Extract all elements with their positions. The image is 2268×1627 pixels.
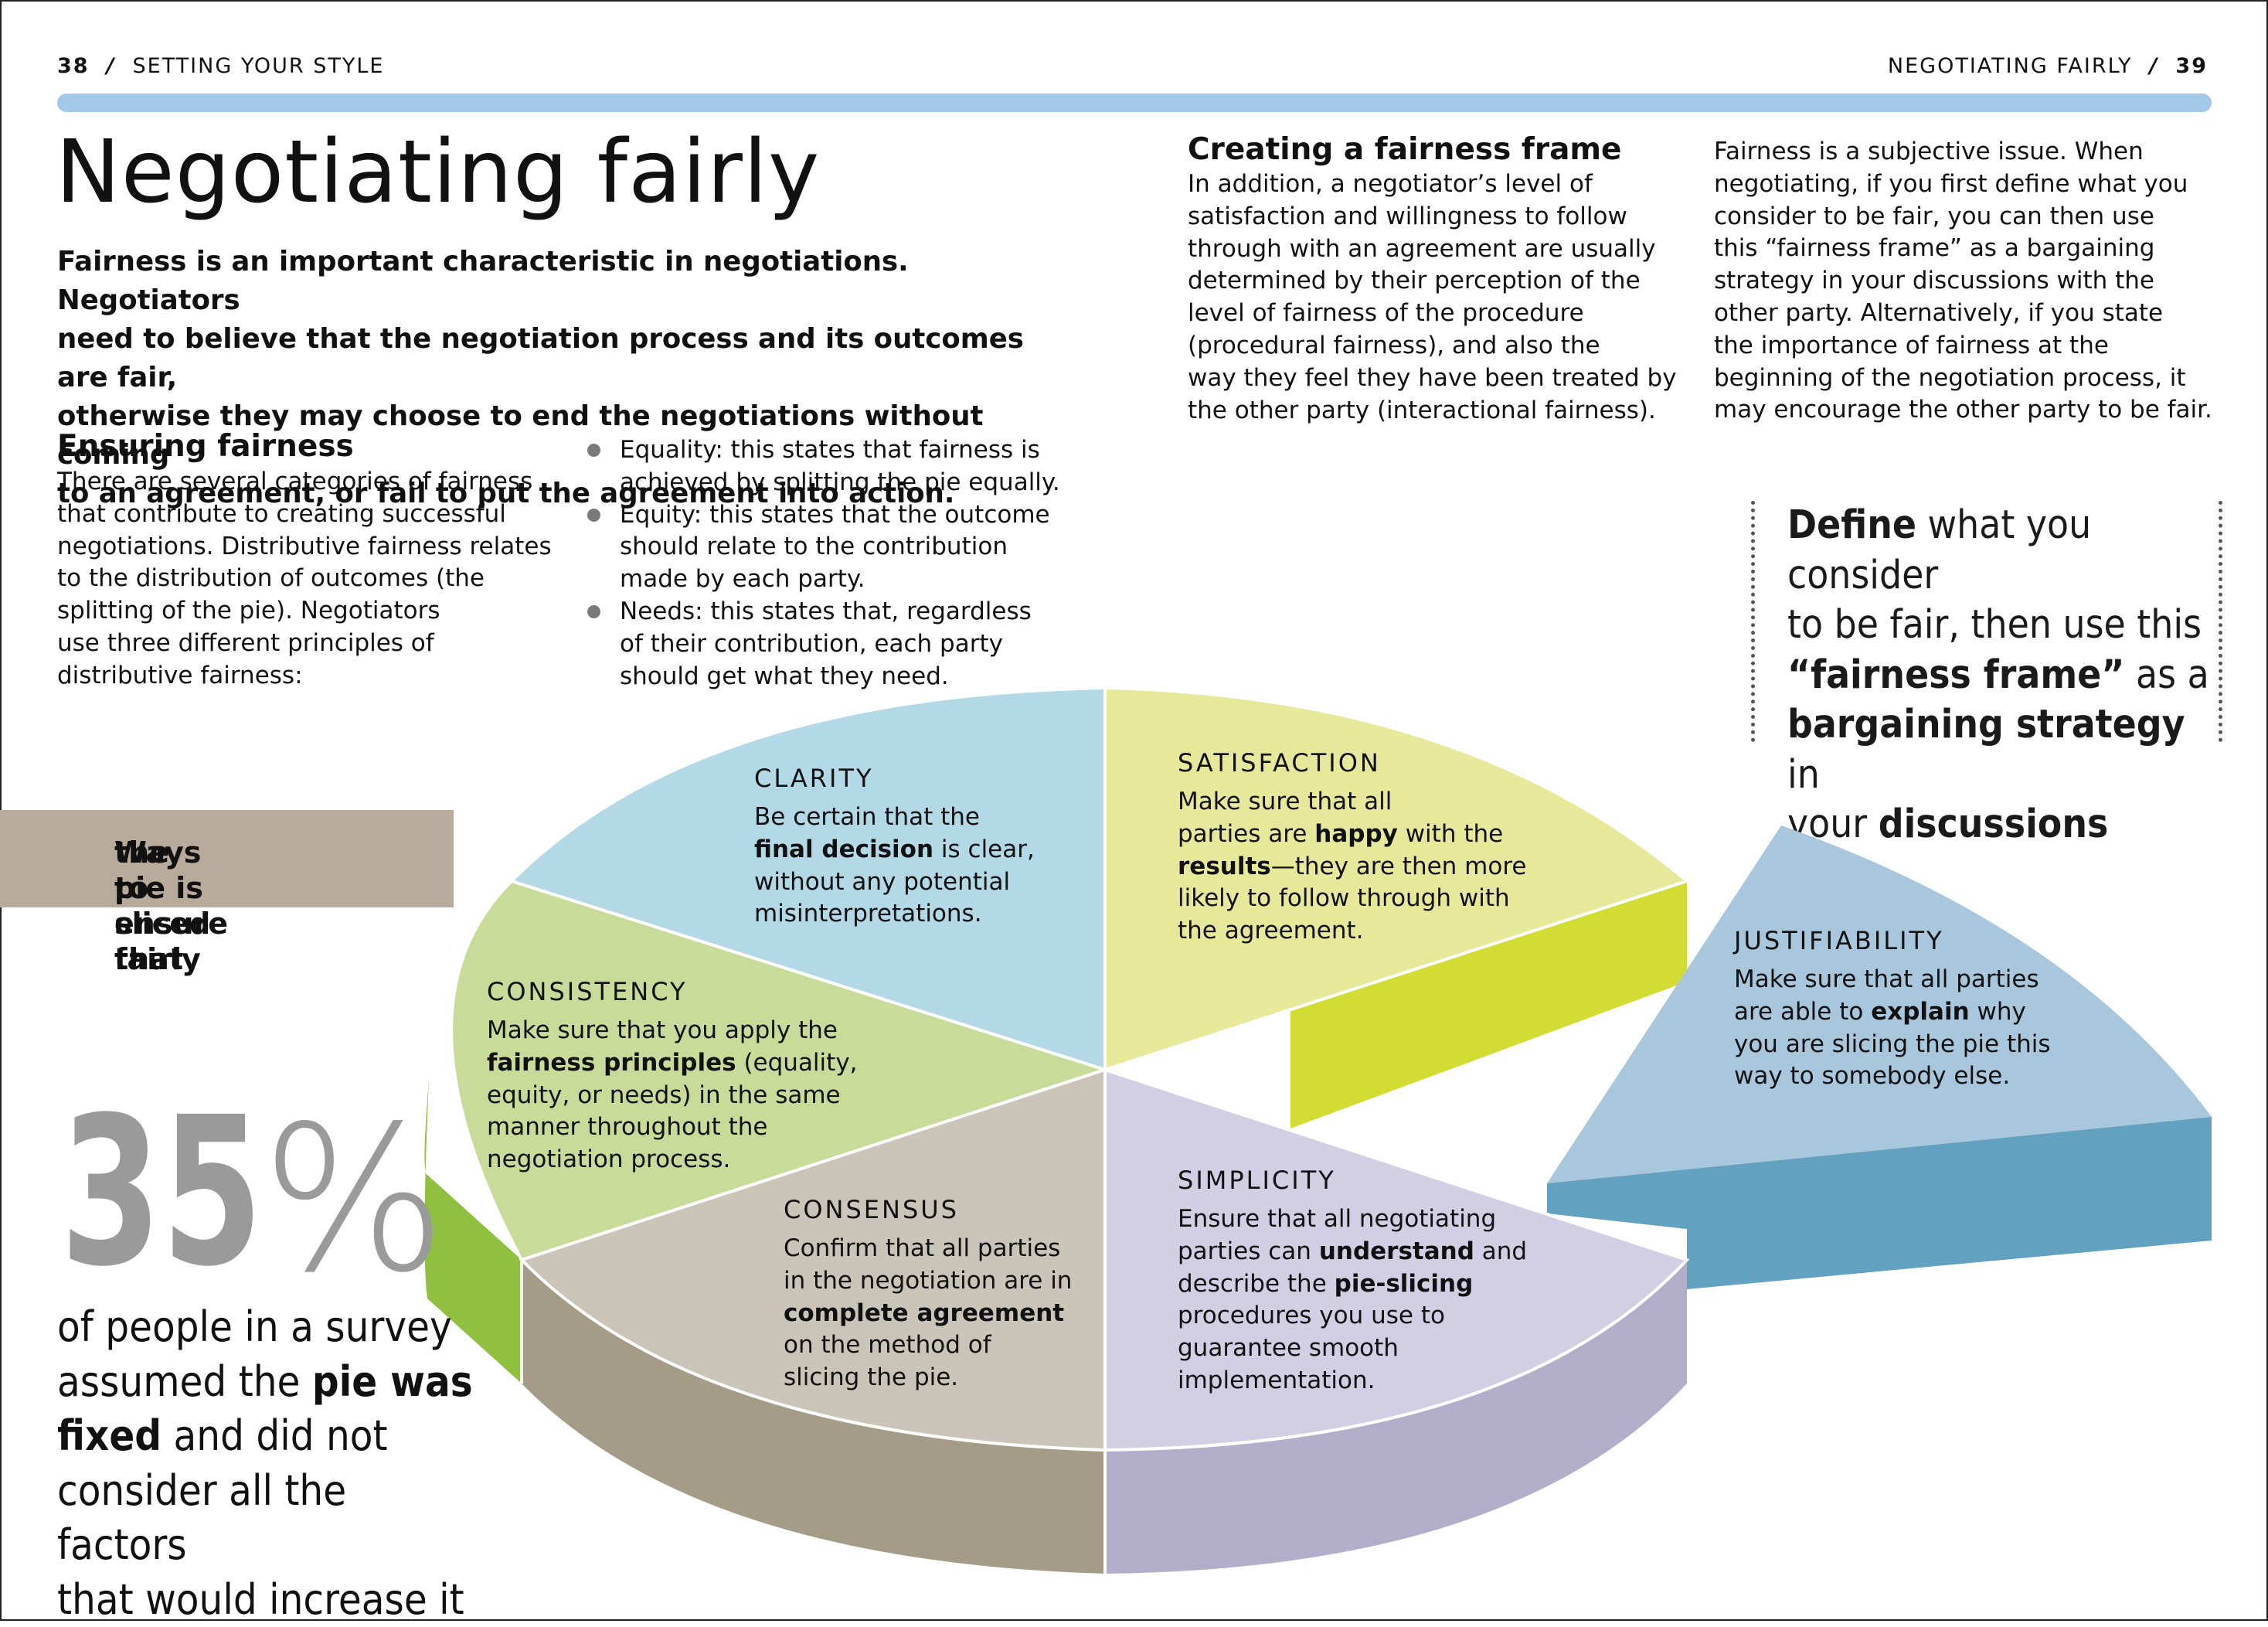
body-line: determined by their perception of the xyxy=(1188,267,1641,295)
statistic-number: 35 xyxy=(60,1074,263,1292)
body-line: Fairness is a subjective issue. When xyxy=(1714,138,2144,165)
bullet-line: Equity: this states that the outcome xyxy=(620,500,1050,529)
segment-title: JUSTIFIABILITY xyxy=(1734,926,1944,955)
body-line: other party. Alternatively, if you state xyxy=(1714,298,2164,327)
bullet-line: should get what they need. xyxy=(620,662,949,690)
segment-title: CLARITY xyxy=(754,764,874,793)
right-page-header: NEGOTIATING FAIRLY/39 xyxy=(1887,54,2208,78)
segment-clarity: CLARITY Be certain that the final decisi… xyxy=(754,763,1079,931)
body-line: negotiating, if you first define what yo… xyxy=(1714,169,2188,198)
frame-heading: Creating a fairness frame xyxy=(1188,132,1622,167)
consistency-slice xyxy=(450,879,1110,1262)
body-line: way they feel they have been treated by xyxy=(1188,363,1677,392)
segment-justifiability: JUSTIFIABILITY Make sure that all partie… xyxy=(1734,925,2136,1093)
body-line: consider to be fair, you can then use xyxy=(1714,202,2154,230)
frame-column-1: In addition, a negotiator’s level of sat… xyxy=(1188,168,1690,427)
body-line: may encourage the other party to be fair… xyxy=(1714,396,2212,424)
body-line: the other party (interactional fairness)… xyxy=(1188,396,1656,424)
body-line: beginning of the negotiation process, it xyxy=(1714,363,2186,392)
body-line: (procedural fairness), and also the xyxy=(1188,331,1600,359)
list-item-equity: Equity: this states that the outcome sho… xyxy=(587,499,1082,596)
left-page-number: 38 xyxy=(57,54,90,78)
segment-body: Make sure that all parties are happy wit… xyxy=(1178,788,1527,945)
segment-consistency: CONSISTENCY Make sure that you apply the… xyxy=(487,976,889,1176)
pull-quote: Define what you consider to be fair, the… xyxy=(1751,501,2222,847)
right-page-number: 39 xyxy=(2175,54,2208,78)
segment-consensus: CONSENSUS Confirm that all parties in th… xyxy=(784,1194,1108,1394)
ensuring-body: There are several categories of fairness… xyxy=(57,466,567,693)
right-section-title: NEGOTIATING FAIRLY xyxy=(1887,54,2133,78)
body-line: through with an agreement are usually xyxy=(1188,234,1656,263)
page-title: Negotiating fairly xyxy=(56,122,821,223)
bullet-line: Needs: this states that, regardless xyxy=(620,597,1032,625)
segment-simplicity: SIMPLICITY Ensure that all negotiating p… xyxy=(1178,1165,1579,1397)
intro-line: need to believe that the negotiation pro… xyxy=(57,323,1024,393)
statistic-figure: 35 % xyxy=(60,1074,447,1292)
bullet-line: of their contribution, each party xyxy=(620,629,1003,658)
segment-title: CONSENSUS xyxy=(784,1195,959,1224)
body-line: strategy in your discussions with the xyxy=(1714,267,2154,295)
left-section-title: SETTING YOUR STYLE xyxy=(132,54,385,78)
segment-body: Ensure that all negotiating parties can … xyxy=(1178,1205,1528,1394)
body-line: distributive fairness: xyxy=(57,661,303,689)
simplicity-slice xyxy=(1103,1067,1690,1452)
segment-body: Confirm that all parties in the negotiat… xyxy=(784,1234,1073,1392)
body-line: There are several categories of fairness xyxy=(57,468,533,495)
body-line: satisfaction and willingness to follow xyxy=(1188,202,1627,230)
body-line: splitting of the pie). Negotiators xyxy=(57,597,440,625)
segment-satisfaction: SATISFACTION Make sure that all parties … xyxy=(1178,747,1579,948)
justifiability-slice xyxy=(1547,825,2212,1183)
body-line: use three different principles of xyxy=(57,628,434,657)
statistic-caption: of people in a survey assumed the pie wa… xyxy=(57,1302,473,1624)
ensuring-heading: Ensuring fairness xyxy=(57,429,354,464)
list-item-equality: Equality: this states that fairness is a… xyxy=(587,434,1082,499)
body-line: level of fairness of the procedure xyxy=(1188,299,1584,328)
pull-quote-text: Define what you consider to be fair, the… xyxy=(1787,502,2209,847)
body-line: that contribute to creating successful xyxy=(57,499,506,528)
body-line: In addition, a negotiator’s level of xyxy=(1188,170,1593,198)
bullet-line: achieved by splitting the pie equally. xyxy=(620,468,1060,496)
statistic-percent: % xyxy=(261,1084,447,1292)
intro-line: to an agreement, or fail to put the agre… xyxy=(57,478,955,509)
clarity-slice xyxy=(508,686,1107,1072)
satisfaction-side xyxy=(1105,881,1687,1128)
segment-title: SIMPLICITY xyxy=(1178,1166,1336,1195)
body-line: the importance of fairness at the xyxy=(1714,331,2109,359)
ways-callout-box: Ways to ensure that the pie is sliced fa… xyxy=(0,810,454,976)
bullet-line: should relate to the contribution xyxy=(620,533,1008,561)
frame-column-2: Fairness is a subjective issue. When neg… xyxy=(1714,136,2239,427)
left-page-header: 38/SETTING YOUR STYLE xyxy=(57,54,385,78)
body-line: to the distribution of outcomes (the xyxy=(57,564,485,593)
segment-body: Be certain that the final decision is cl… xyxy=(754,803,1035,928)
segment-title: CONSISTENCY xyxy=(487,977,688,1006)
intro-paragraph: Fairness is an important characteristic … xyxy=(57,243,1077,513)
segment-title: SATISFACTION xyxy=(1178,748,1381,778)
segment-body: Make sure that you apply the fairness pr… xyxy=(487,1016,858,1174)
satisfaction-slice xyxy=(1103,686,1691,1072)
body-line: this “fairness frame” as a bargaining xyxy=(1714,234,2155,263)
bullet-line: Equality: this states that fairness is xyxy=(620,436,1040,464)
intro-line: Fairness is an important characteristic … xyxy=(57,246,909,316)
segment-body: Make sure that all parties are able to e… xyxy=(1734,965,2051,1091)
list-item-needs: Needs: this states that, regardless of t… xyxy=(587,596,1082,693)
bullet-line: made by each party. xyxy=(620,565,865,594)
simplicity-side xyxy=(1105,1260,1687,1574)
consistency-side xyxy=(424,1080,522,1384)
intro-line: otherwise they may choose to end the neg… xyxy=(57,400,984,471)
consensus-side xyxy=(522,1260,1105,1574)
fairness-principles-list: Equality: this states that fairness is a… xyxy=(587,434,1082,693)
justifiability-side xyxy=(1547,1117,2212,1289)
consensus-slice xyxy=(519,1067,1107,1452)
body-line: negotiations. Distributive fairness rela… xyxy=(57,532,552,560)
header-rule xyxy=(57,94,2212,112)
